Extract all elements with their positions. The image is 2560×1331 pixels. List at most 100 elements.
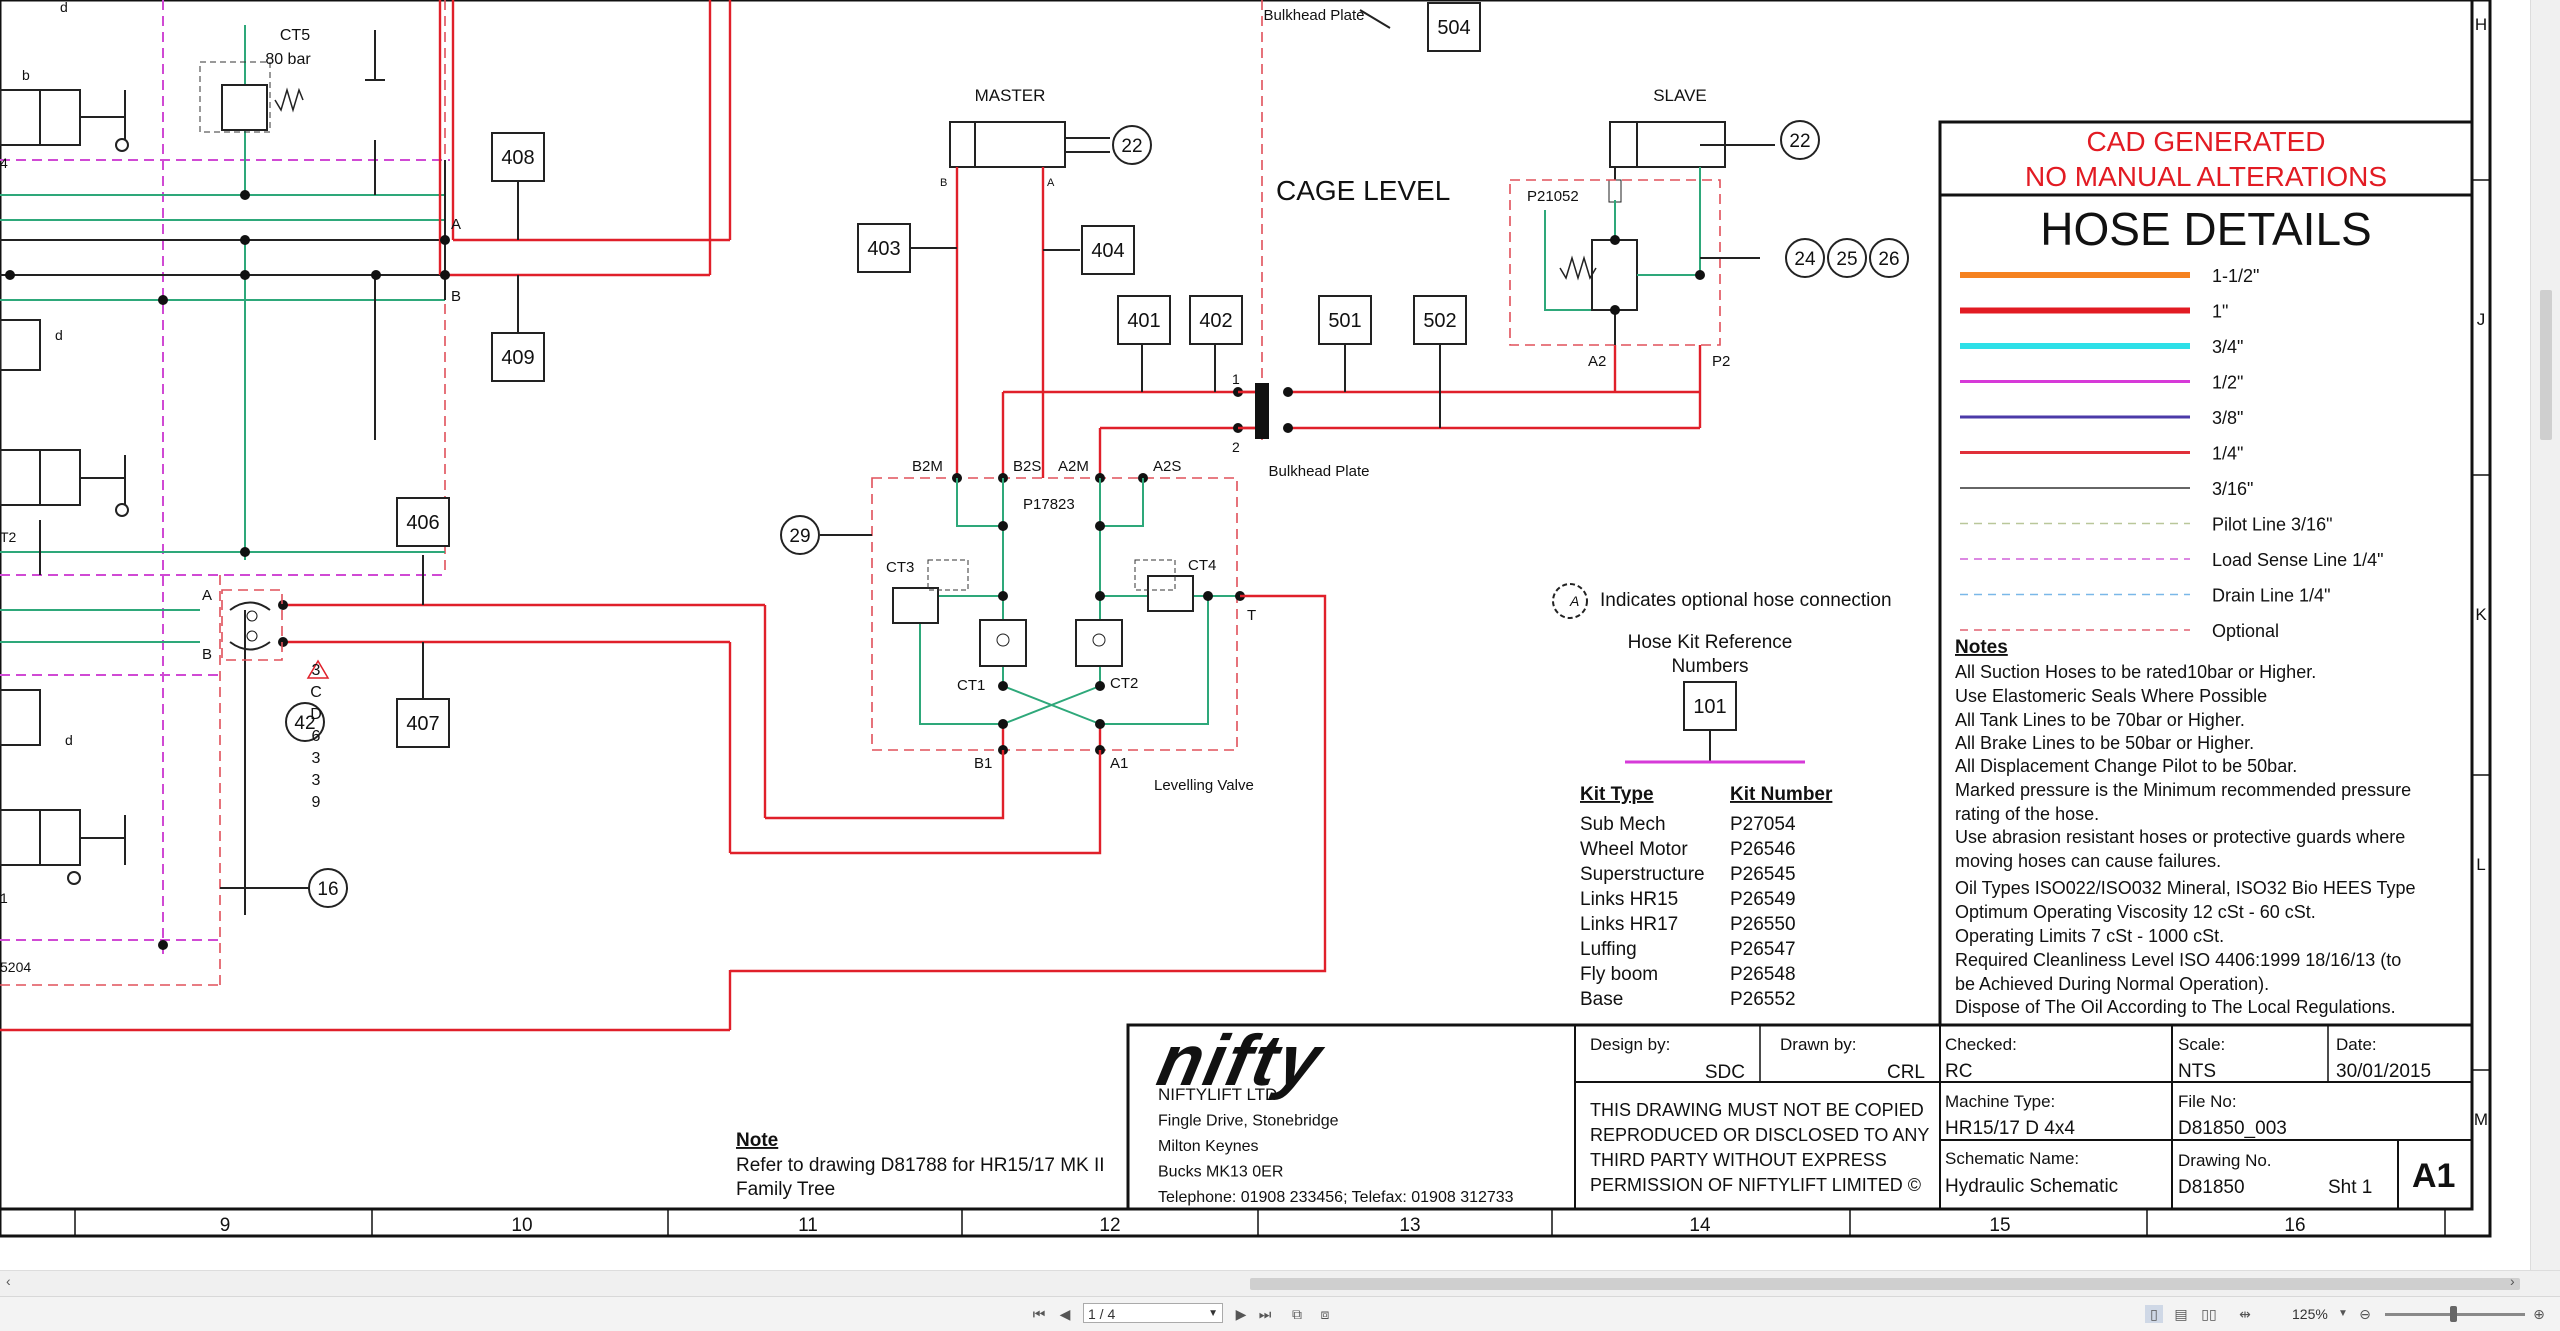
title-block [1126,1023,2474,1211]
hose-tag-501 [1318,295,1372,345]
hose-legend-label: Pilot Line 3/16" [2212,515,2332,535]
hose-tag-403 [857,223,911,273]
hose-legend-label: Optional [2212,621,2279,641]
master-hose-tag-label: 22 [1121,136,1142,157]
grid-row-M: M [2474,1110,2488,1129]
grid-column-11: 11 [798,1215,818,1236]
hose-legend-label: 3/4" [2212,337,2243,357]
slave-kit-tag-25 [1827,238,1867,278]
continuous-page-icon[interactable]: ▤ [2174,1306,2188,1322]
zoom-dropdown-icon[interactable]: ▼ [2338,1308,2348,1319]
hose-tag-504-label: 504 [1437,17,1470,39]
ct4-valve [1147,575,1194,612]
vertical-scrollbar[interactable] [2530,0,2560,1270]
hose-tag-404 [1081,225,1135,275]
grid-column-13: 13 [1399,1215,1420,1236]
next-page-icon[interactable]: ▶ [1235,1306,1247,1322]
master-hose-tag [1112,125,1152,165]
hose-legend-label: 3/16" [2212,479,2253,499]
zoom-slider-handle[interactable] [2450,1306,2457,1322]
hose-tag-101-label: 101 [1693,696,1726,718]
grid-row-L: L [2476,855,2485,874]
page-number-value: 1 / 4 [1088,1306,1116,1322]
grid-row-J: J [2477,310,2486,329]
hose-tag-16-label: 16 [317,879,338,900]
slave-hose-tag [1780,120,1820,160]
last-page-icon[interactable]: ⏭ [1258,1306,1272,1322]
hose-legend-label: Drain Line 1/4" [2212,586,2330,606]
hose-tag-409 [491,332,545,382]
page-number-input[interactable]: 1 / 4 ▼ [1083,1303,1223,1323]
grid-row-H: H [2475,15,2487,34]
hose-details-panel [1938,120,2474,1032]
hose-tag-29 [780,515,820,555]
ct3-valve [892,587,939,624]
split-view-icon[interactable]: ⧈ [1320,1306,1330,1322]
scroll-left-icon[interactable]: ‹ [6,1273,11,1289]
hose-tag-42-label: 42 [294,713,315,734]
hose-legend: 1-1/2"1"3/4"1/2"3/8"1/4"3/16"Pilot Line … [1960,266,2384,641]
page-dropdown-icon[interactable]: ▼ [1208,1308,1218,1319]
hose-tag-402 [1189,295,1243,345]
hose-tag-402-label: 402 [1199,310,1232,332]
hose-legend-label: 3/8" [2212,408,2243,428]
slave-hose-tag-label: 22 [1789,131,1810,152]
slave-kit-tag-26 [1869,238,1909,278]
ct1-valve [979,619,1027,667]
bulkhead-plate [1255,383,1269,439]
grid-column-16: 16 [2284,1215,2305,1236]
horizontal-scrollbar[interactable]: ‹ › [0,1270,2560,1297]
levelling-valve-block [871,477,1238,751]
single-page-icon[interactable]: ▯ [2145,1305,2163,1323]
scroll-right-icon[interactable]: › [2510,1273,2515,1289]
ct5-valve [199,61,271,133]
hose-tag-407 [396,698,450,748]
zoom-in-icon[interactable]: ⊕ [2533,1306,2545,1322]
fit-width-icon[interactable]: ⇹ [2239,1306,2251,1322]
copy-view-icon[interactable]: ⧉ [1292,1306,1302,1322]
ct2-valve [1075,619,1123,667]
hose-legend-label: Load Sense Line 1/4" [2212,550,2384,570]
hose-tag-401-label: 401 [1127,310,1160,332]
hose-legend-label: 1/2" [2212,373,2243,393]
slave-kit-tag-26-label: 26 [1878,249,1899,270]
hose-tag-501-label: 501 [1328,310,1361,332]
grid-row-K: K [2475,605,2487,624]
master-cylinder [949,121,1110,168]
optional-symbol [1552,583,1588,619]
left-valve-stack [0,89,129,885]
hose-tag-401 [1117,295,1171,345]
two-page-icon[interactable]: ▯▯ [2201,1306,2217,1322]
slave-kit-tag-25-label: 25 [1836,249,1857,270]
grid-column-9: 9 [220,1215,231,1236]
hose-legend-label: 1-1/2" [2212,266,2259,286]
slave-cylinder [1608,121,1775,203]
hose-tag-29-label: 29 [789,526,810,547]
grid-column-15: 15 [1989,1215,2010,1236]
previous-page-icon[interactable]: ◀ [1059,1306,1071,1322]
hose-tag-408 [491,132,545,182]
hose-tag-403-label: 403 [867,238,900,260]
hose-tag-101 [1683,681,1737,731]
hose-tag-502 [1413,295,1467,345]
shuttle-valve-box [221,589,283,661]
hose-tag-409-label: 409 [501,347,534,369]
hose-tag-404-label: 404 [1091,240,1124,262]
zoom-level[interactable]: 125% [2292,1306,2328,1322]
hose-legend-label: 1" [2212,302,2228,322]
hose-tag-504 [1427,2,1481,52]
slave-kit-tag-24 [1785,238,1825,278]
hose-tag-407-label: 407 [406,713,439,735]
grid-column-12: 12 [1099,1215,1120,1236]
horizontal-scrollbar-thumb[interactable] [1250,1278,2520,1290]
first-page-icon[interactable]: ⏮ [1032,1306,1046,1322]
grid-column-10: 10 [511,1215,532,1236]
vertical-scrollbar-thumb[interactable] [2540,290,2552,440]
zoom-out-icon[interactable]: ⊖ [2359,1306,2371,1322]
grid-row-labels: H J K L M [2474,15,2488,1129]
sheet-frame [0,0,2492,1238]
hose-tag-406-label: 406 [406,512,439,534]
